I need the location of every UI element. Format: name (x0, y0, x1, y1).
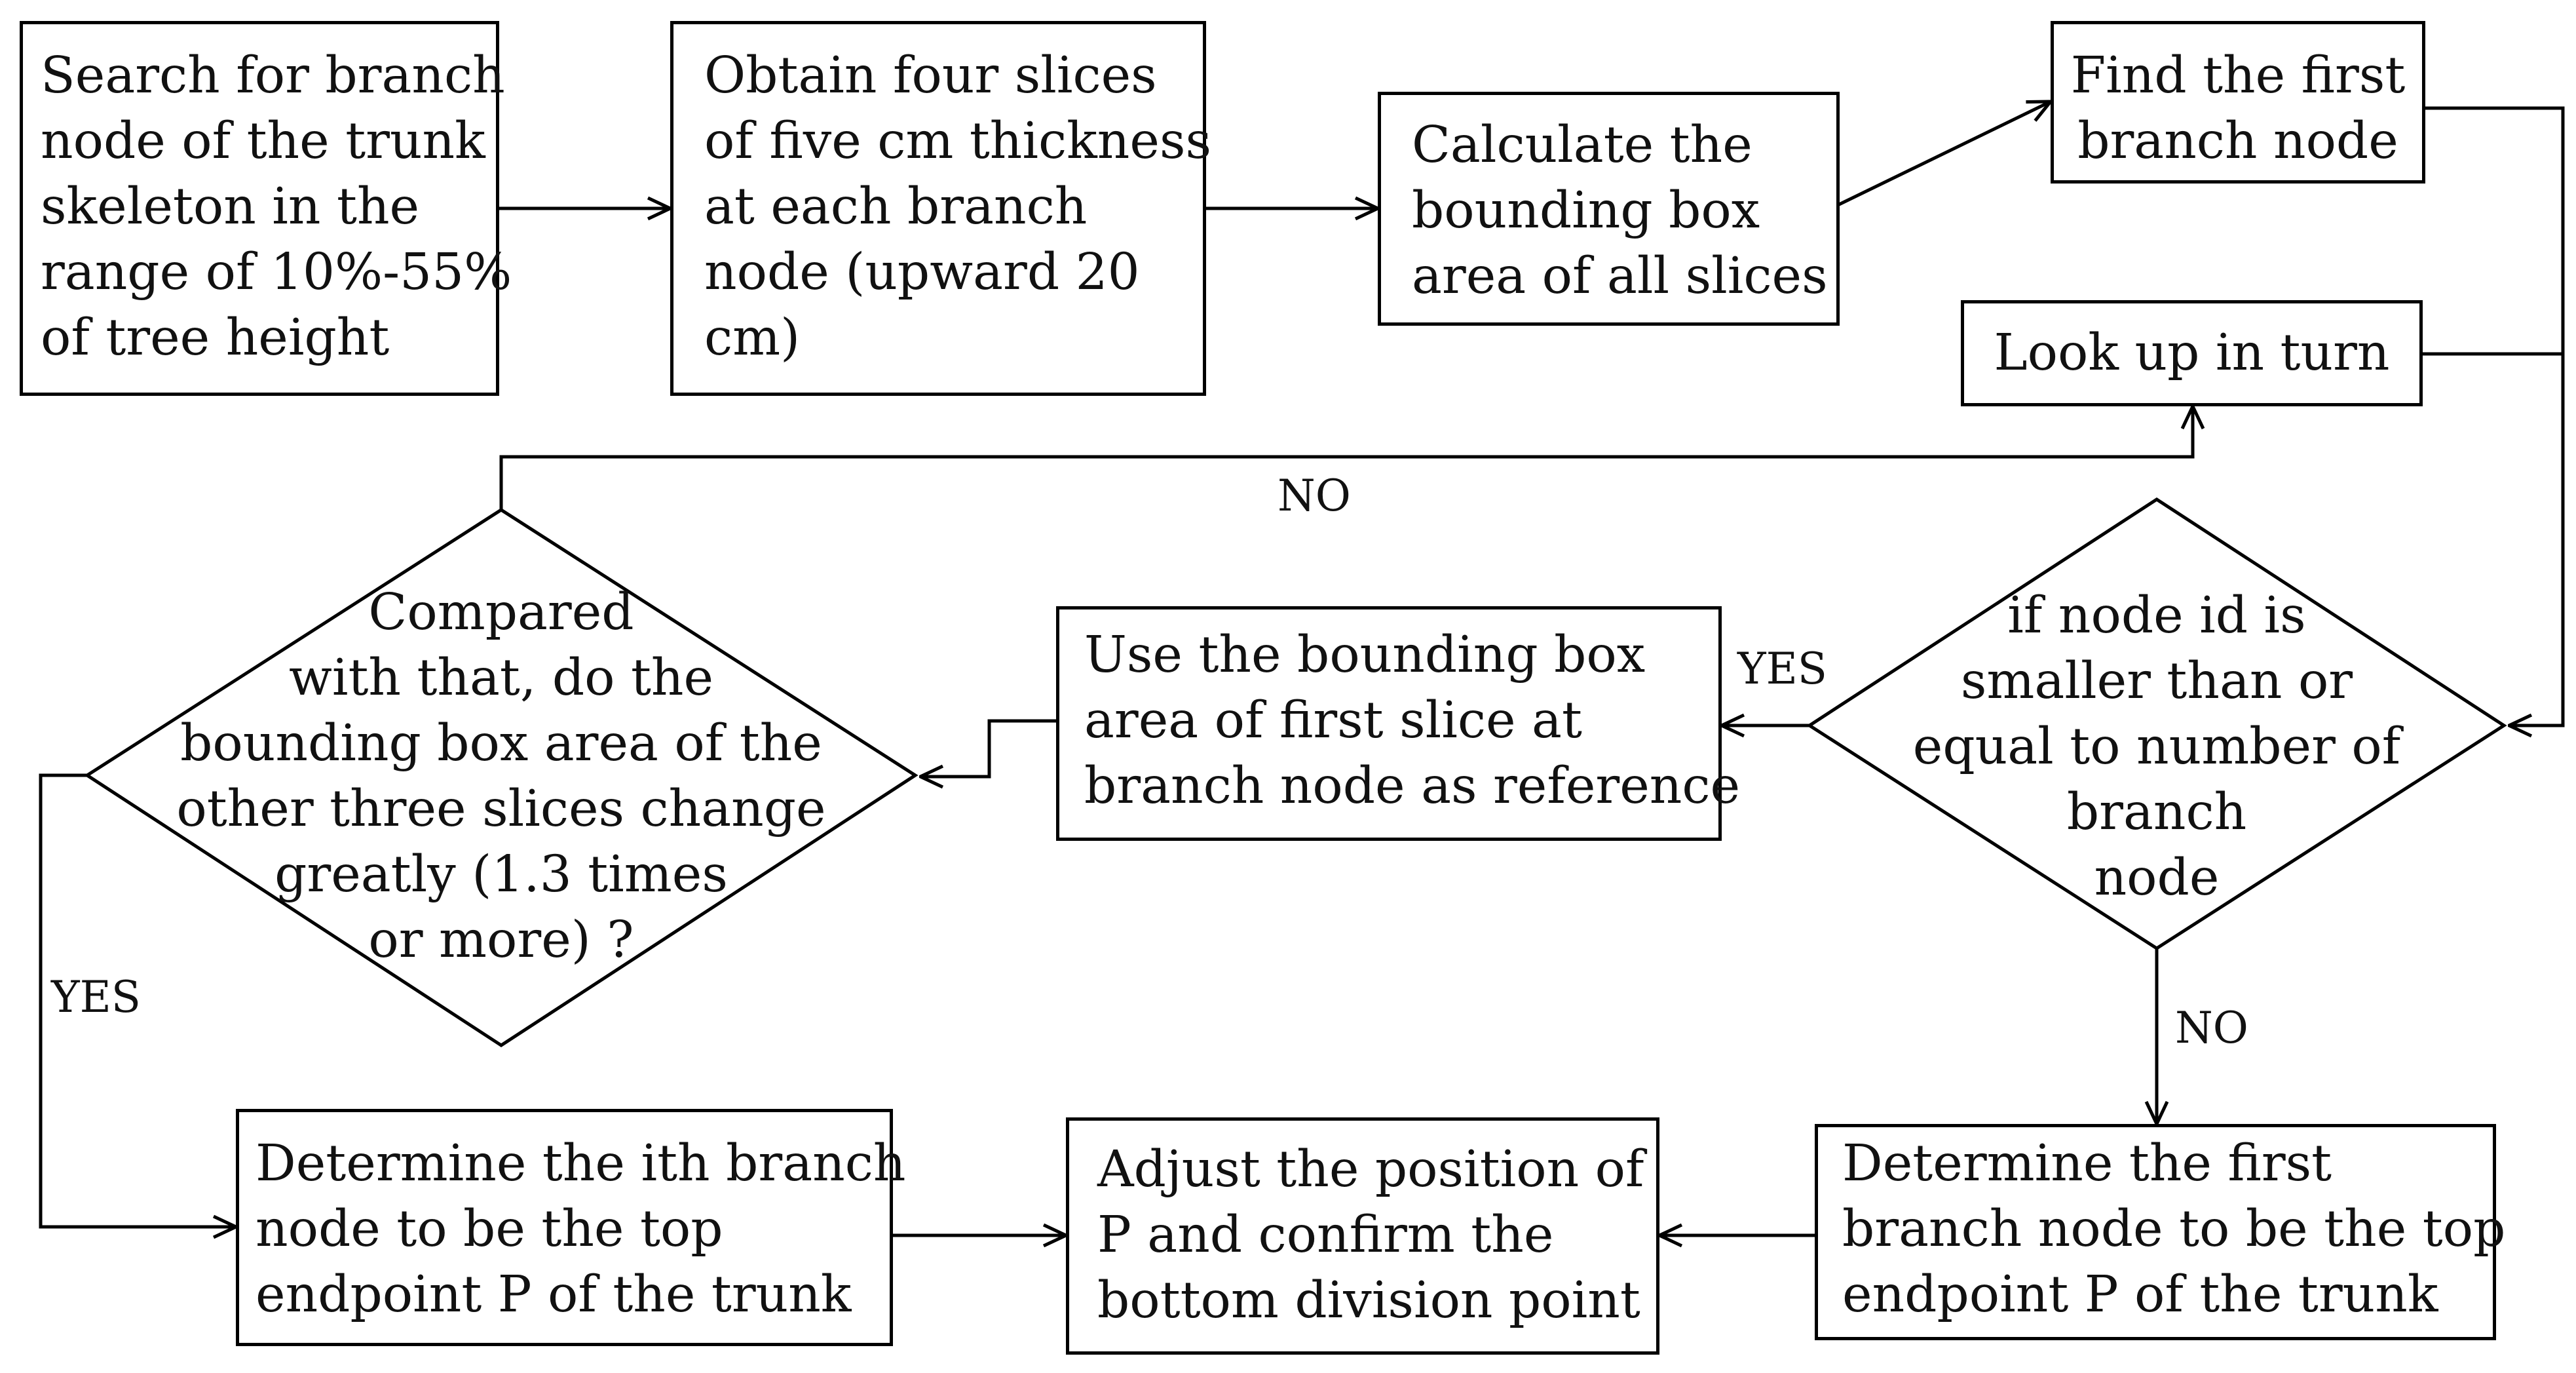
label-no-right: NO (2175, 1003, 2248, 1053)
text-det-ith: Determine the ith branch node to be the … (256, 1134, 906, 1324)
label-yes-mid: YES (1737, 644, 1827, 694)
text-look-up: Look up in turn (1994, 324, 2390, 382)
arrow-compared-to-detith (39, 773, 236, 1227)
text-slices: Obtain four slices of five cm thickness … (704, 47, 1211, 367)
box-det-first (1815, 1124, 2496, 1340)
box-look-up (1961, 300, 2423, 406)
box-use-ref (1056, 606, 1722, 841)
diamond-compared (84, 508, 919, 1047)
text-find-first: Find the first branch node (2070, 47, 2406, 170)
box-calc (1378, 92, 1840, 326)
box-find-first (2051, 21, 2425, 184)
text-det-first: Determine the first branch node to be th… (1842, 1134, 2506, 1324)
label-no-top: NO (1278, 471, 1351, 521)
text-if-node: if node id is smaller than or equal to n… (1912, 587, 2401, 907)
text-adjust: Adjust the position of P and confirm the… (1097, 1140, 1644, 1330)
arrow-find-to-if (2422, 106, 2565, 725)
text-compared: Compared with that, do the bounding box … (176, 583, 826, 969)
label-yes-left: YES (51, 972, 141, 1022)
arrow-calc-to-find (1836, 102, 2051, 207)
arrow-compared-to-lookup (499, 406, 2193, 510)
text-calc: Calculate the bounding box area of all s… (1412, 116, 1828, 305)
box-det-ith (236, 1109, 893, 1346)
box-slices (670, 21, 1206, 396)
text-search: Search for branch node of the trunk skel… (41, 47, 512, 367)
box-search (20, 21, 499, 396)
box-adjust (1066, 1117, 1659, 1355)
text-use-ref: Use the bounding box area of first slice… (1084, 626, 1741, 815)
arrow-useref-to-compared (920, 719, 1056, 777)
